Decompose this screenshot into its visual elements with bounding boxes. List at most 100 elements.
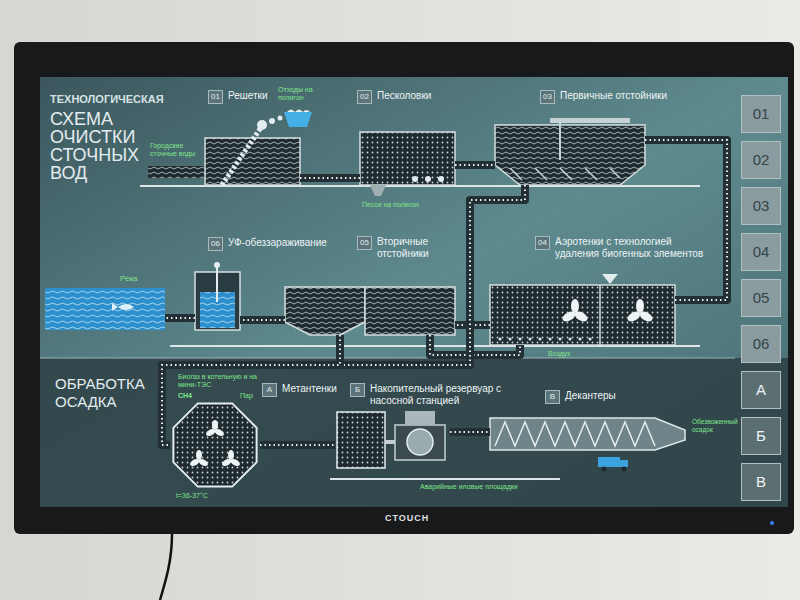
menu-button: 04 — [741, 233, 781, 271]
step-number: Б — [350, 383, 365, 397]
secondary-clarifier-illustration — [285, 287, 365, 335]
pipe — [430, 335, 520, 355]
digester-illustration — [212, 420, 218, 430]
flow-note: Воздух — [548, 350, 571, 358]
step-name: Декантеры — [565, 390, 616, 402]
digester-illustration — [228, 450, 234, 460]
aeration-tank-illustration — [499, 338, 592, 341]
stage-header: 03Первичные отстойники — [540, 90, 667, 104]
primary-clarifier-illustration — [495, 118, 645, 185]
primary-clarifier-illustration — [495, 125, 645, 185]
primary-clarifier-illustration — [510, 168, 620, 180]
secondary-clarifier: 05Вторичные отстойники — [285, 275, 455, 335]
step-name: Накопительный резервуар с насосной станц… — [370, 383, 505, 407]
uv-disinfection: 06УФ-обеззараживание — [195, 268, 240, 330]
brand-logo: CTOUCH — [385, 513, 429, 524]
step-name: Аэротенки с технологией удаления биогенн… — [555, 236, 715, 260]
grit-chamber: 02Песколовки — [360, 128, 455, 185]
pipe — [430, 335, 520, 355]
stage-header: ВДекантеры — [545, 390, 616, 404]
pipe-flow — [260, 444, 335, 446]
monitor — [14, 42, 794, 600]
menu-button-label: Б — [756, 427, 766, 445]
pipe-flow — [430, 335, 520, 355]
aeration-tank-illustration — [539, 338, 542, 341]
flow-note: Городские сточные воды — [150, 142, 202, 159]
screen-illustration — [287, 110, 310, 113]
digester-illustration — [221, 457, 233, 467]
screen-unit: 01Решетки — [205, 120, 300, 185]
flow-note: Обезвоженный осадок — [692, 418, 738, 434]
river-illustration — [112, 303, 134, 311]
aeration-tank-illustration — [602, 274, 618, 284]
decanter: ВДекантеры — [490, 410, 685, 452]
gas-formula: CH4 — [178, 392, 192, 400]
pipe — [645, 140, 727, 300]
aeration-tank-illustration — [529, 338, 532, 341]
step-number: 04 — [535, 236, 550, 250]
pipe — [455, 161, 495, 169]
decanter-illustration — [495, 422, 655, 446]
menu-button: 01 — [741, 95, 781, 133]
decanter-illustration — [598, 457, 620, 467]
aeration-tank-illustration — [599, 285, 601, 345]
decanter-illustration — [602, 467, 607, 472]
aeration-tank-illustration — [561, 310, 577, 324]
monitor — [40, 77, 788, 507]
stage-header: АМетантенки — [262, 383, 337, 397]
pipe-flow — [455, 164, 495, 166]
grit-chamber-illustration — [360, 132, 455, 185]
menu-button: В — [741, 463, 781, 501]
step-name: Река — [120, 273, 138, 285]
pipe — [162, 335, 340, 445]
stage-header: Река — [120, 273, 138, 285]
aeration-tank-illustration — [638, 310, 654, 324]
aeration-tank-illustration — [573, 310, 589, 324]
pipe — [260, 441, 335, 449]
aeration-tank-illustration — [579, 338, 582, 341]
secondary-clarifier-illustration — [365, 287, 455, 335]
screen-illustration — [257, 120, 267, 130]
pipe — [162, 185, 525, 445]
aeration-tank-illustration — [636, 299, 644, 313]
digester: АМетантенки — [170, 400, 260, 490]
menu-button: А — [741, 371, 781, 409]
menu-button-label: 04 — [753, 243, 770, 261]
menu-button-label: 05 — [753, 289, 770, 307]
digester-illustration — [189, 457, 201, 467]
river: Река — [45, 288, 165, 330]
menu-button: 06 — [741, 325, 781, 363]
pipe-flow — [162, 335, 340, 445]
step-name: Песколовки — [377, 90, 431, 102]
step-name: Вторичные отстойники — [377, 236, 472, 260]
flow-note: Биогаз в котельную и на мини-ТЭС — [178, 373, 258, 390]
primary-clarifier-illustration — [550, 118, 630, 123]
stage-header: 01Решетки — [208, 90, 268, 104]
pipe — [645, 140, 727, 300]
section-heading: ОБРАБОТКА ОСАДКА — [55, 375, 155, 411]
pipe — [240, 320, 285, 321]
ground-line — [330, 478, 560, 480]
primary-clarifier-illustration — [559, 123, 561, 160]
menu-button: Б — [741, 417, 781, 455]
digester-illustration — [196, 450, 202, 460]
reservoir-pump-illustration — [337, 412, 385, 468]
step-number: 03 — [540, 90, 555, 104]
pipe — [450, 432, 490, 433]
river-illustration — [45, 288, 165, 330]
flow-note: Отходы на полигон — [278, 86, 320, 103]
aeration-tank-illustration — [559, 338, 562, 341]
section-heading: ТЕХНОЛОГИЧЕСКАЯ — [50, 93, 164, 106]
reservoir-pump-illustration — [407, 429, 433, 455]
pipe — [240, 316, 285, 324]
menu-button-label: 01 — [753, 105, 770, 123]
pipe-flow — [450, 431, 490, 433]
menu-button-label: 06 — [753, 335, 770, 353]
aeration-tank-illustration — [626, 299, 654, 323]
menu-button-label: А — [756, 381, 766, 399]
pipe — [165, 314, 195, 322]
grit-chamber-illustration — [425, 176, 431, 182]
screen-illustration — [222, 126, 262, 185]
